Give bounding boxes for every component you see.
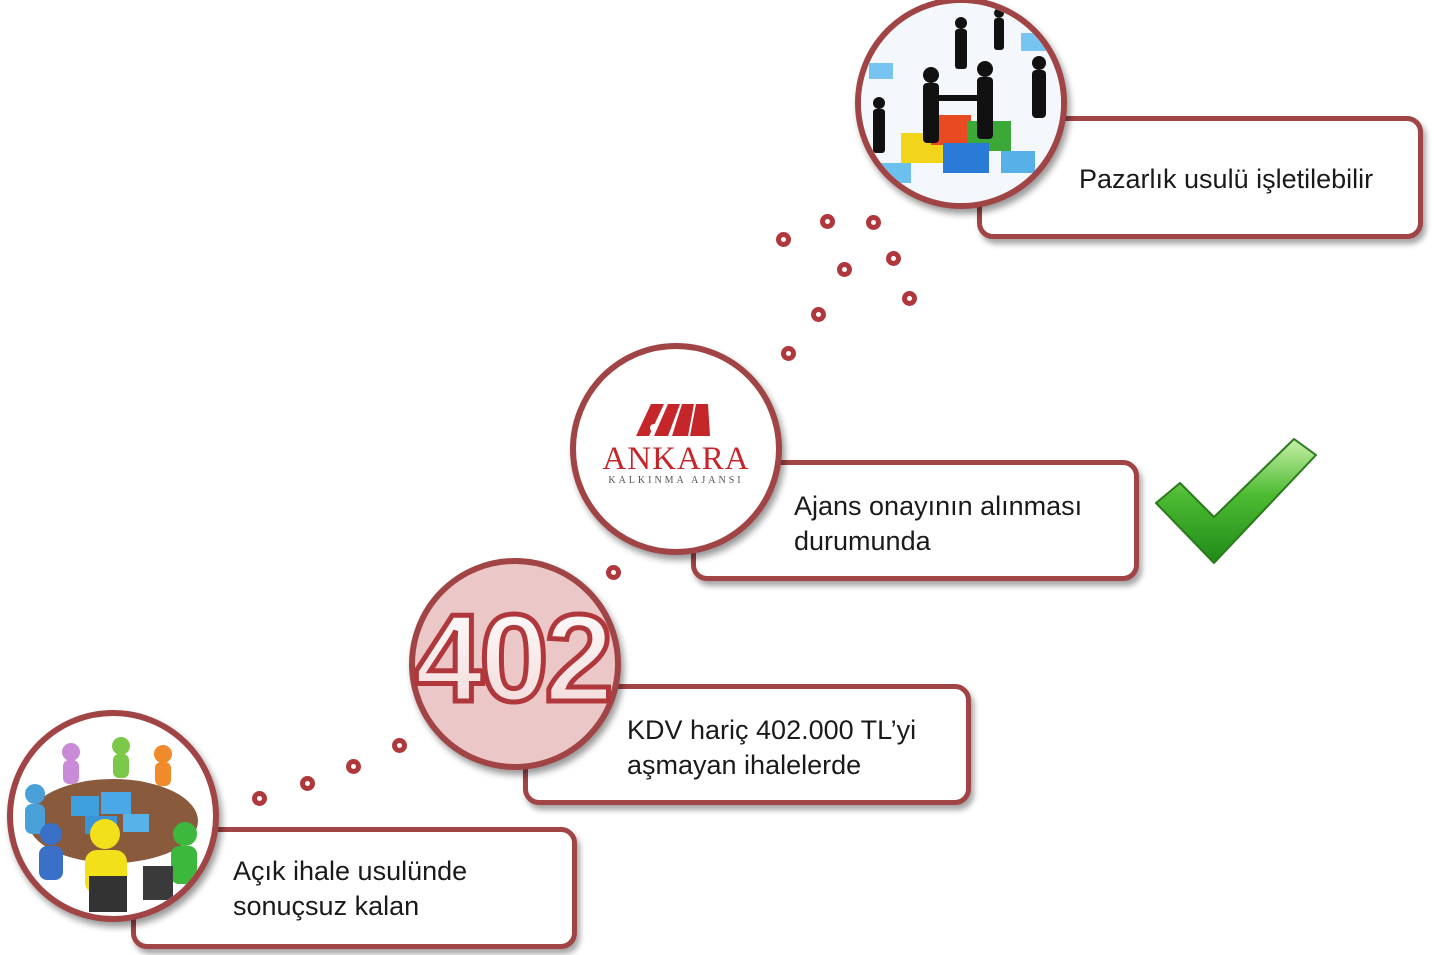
connector-dot bbox=[776, 232, 791, 247]
checkmark-icon bbox=[1155, 438, 1317, 564]
connector-dot bbox=[606, 565, 621, 580]
step1-text-box: Açık ihale usulünde sonuçsuz kalan bbox=[131, 827, 577, 949]
step4-line1: Pazarlık usulü işletilebilir bbox=[1079, 164, 1374, 194]
connector-dot bbox=[866, 215, 881, 230]
connector-dot bbox=[886, 251, 901, 266]
logo-title: ANKARA bbox=[602, 441, 749, 477]
step3-line1: Ajans onayının alınması bbox=[794, 491, 1083, 521]
step3-line2: durumunda bbox=[794, 526, 931, 556]
step2-line1: KDV hariç 402.000 TL’yi bbox=[627, 715, 917, 745]
logo-subtitle: KALKINMA AJANSI bbox=[608, 475, 743, 486]
handshake-puzzle-icon bbox=[861, 3, 1061, 203]
ankara-logo: ANKARA KALKINMA AJANSI bbox=[602, 404, 749, 486]
step1-line2: sonuçsuz kalan bbox=[233, 891, 420, 921]
402-badge-text: 402 bbox=[415, 590, 610, 728]
connector-dot bbox=[820, 214, 835, 229]
connector-dot bbox=[300, 776, 315, 791]
connector-dot bbox=[837, 262, 852, 277]
meeting-puzzle-icon bbox=[25, 737, 198, 912]
step1-line1: Açık ihale usulünde bbox=[233, 856, 468, 886]
connector-dot bbox=[781, 346, 796, 361]
step4-circle bbox=[855, 0, 1067, 209]
step1-circle bbox=[7, 710, 219, 922]
connector-dot bbox=[902, 291, 917, 306]
step2-circle bbox=[409, 558, 621, 770]
step4-text-box: Pazarlık usulü işletilebilir bbox=[977, 116, 1423, 239]
connector-dot bbox=[392, 738, 407, 753]
402-badge: 402 bbox=[412, 588, 616, 731]
step2-text-box: KDV hariç 402.000 TL’yi aşmayan ihaleler… bbox=[523, 684, 971, 805]
step3-text-box: Ajans onayının alınması durumunda bbox=[691, 460, 1139, 581]
connector-dot bbox=[346, 759, 361, 774]
connector-dot bbox=[811, 307, 826, 322]
step3-circle: ANKARA KALKINMA AJANSI bbox=[570, 343, 782, 555]
connector-dot bbox=[252, 791, 267, 806]
step2-line2: aşmayan ihalelerde bbox=[627, 750, 862, 780]
